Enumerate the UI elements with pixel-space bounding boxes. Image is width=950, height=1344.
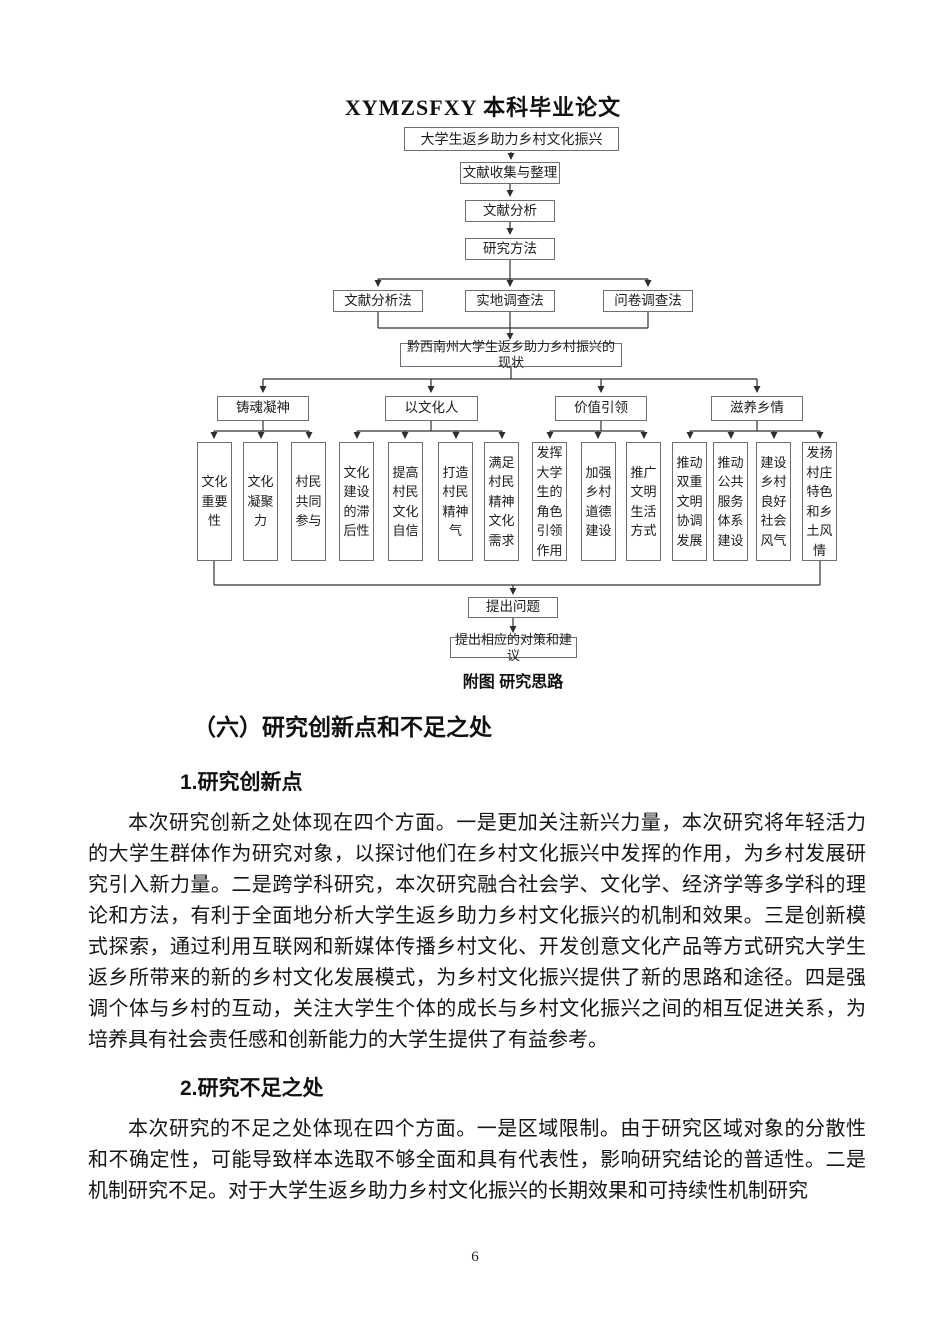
flow-leaf: 文化重要性 [197,442,232,561]
research-flowchart: 大学生返乡助力乡村文化振兴 文献收集与整理 文献分析 研究方法 文献分析法 实地… [197,127,837,691]
flow-leaf: 推动双重文明协调发展 [672,442,707,561]
flow-node-suggestions: 提出相应的对策和建议 [450,632,577,663]
flow-leaf: 文化建设的滞后性 [339,442,374,561]
flow-node-literature-analysis: 文献分析 [465,200,555,222]
flow-leaf: 建设乡村良好社会风气 [756,442,791,561]
flow-leaf: 文化凝聚力 [243,442,278,561]
flow-leaf: 推动公共服务体系建设 [713,442,748,561]
paragraph-limitation: 本次研究的不足之处体现在四个方面。一是区域限制。由于研究区域对象的分散性和不确定… [88,1118,866,1202]
section-heading: （六）研究创新点和不足之处 [193,714,492,740]
flow-node-cat-soul: 铸魂凝神 [217,396,309,421]
flow-leaf: 满足村民精神文化需求 [484,442,519,561]
flow-leaf: 推广文明生活方式 [626,442,661,561]
flow-node-method-field: 实地调查法 [465,290,555,312]
flow-leaf: 发挥大学生的角色引领作用 [532,442,567,561]
page-number: 6 [471,1249,479,1265]
flow-node-cat-nurture: 滋养乡情 [711,396,803,421]
flow-leaf: 发扬村庄特色和乡土风情 [802,442,837,561]
flow-leaf: 打造村民精神气 [438,442,473,561]
flow-node-cat-culture: 以文化人 [385,396,478,421]
flow-leaf: 提高村民文化自信 [388,442,423,561]
flow-node-literature-collect: 文献收集与整理 [460,162,560,184]
body-content: （六）研究创新点和不足之处 1.研究创新点 本次研究创新之处体现在四个方面。一是… [88,700,866,1207]
flow-node-raise-problem: 提出问题 [468,597,558,618]
flow-node-method-questionnaire: 问卷调查法 [603,290,693,312]
flow-node-topic: 大学生返乡助力乡村文化振兴 [404,127,619,151]
document-header: XYMZSFXY 本科毕业论文 [344,95,622,120]
subsection-heading-innovation: 1.研究创新点 [180,771,303,794]
paragraph-innovation: 本次研究创新之处体现在四个方面。一是更加关注新兴力量，本次研究将年轻活力的大学生… [88,812,866,1051]
flow-node-method-literature: 文献分析法 [333,290,423,312]
flow-node-research-method: 研究方法 [465,238,555,260]
flow-node-cat-value: 价值引领 [555,396,647,421]
flow-node-status: 黔西南州大学生返乡助力乡村振兴的现状 [400,339,622,370]
flowchart-connector-lines [210,152,824,633]
figure-caption: 附图 研究思路 [462,674,564,691]
flow-leaf: 村民共同参与 [291,442,326,561]
flow-leaf: 加强乡村道德建设 [581,442,616,561]
subsection-heading-limitation: 2.研究不足之处 [180,1077,324,1100]
